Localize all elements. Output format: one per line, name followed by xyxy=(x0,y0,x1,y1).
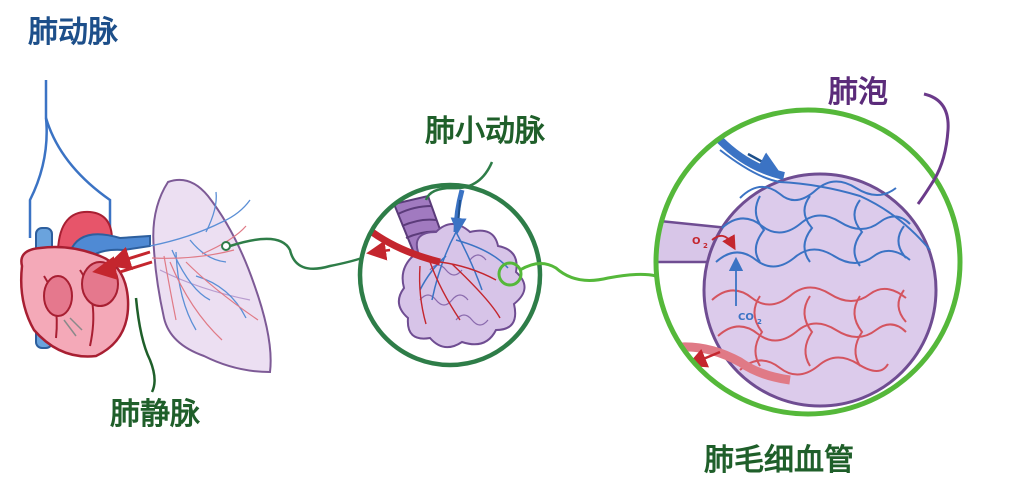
alveolus-leader xyxy=(916,92,950,205)
alveolus-icon: O 2 CO 2 xyxy=(653,107,963,417)
pulmonary-vein-label: 肺静脉 xyxy=(110,397,200,432)
zoom-connector-1 xyxy=(229,237,363,270)
heart-icon xyxy=(19,80,156,393)
alveolus-label: 肺泡 xyxy=(828,75,888,110)
zoom-connector-2 xyxy=(519,262,657,282)
svg-text:2: 2 xyxy=(757,318,762,326)
svg-text:O: O xyxy=(692,236,701,247)
pulmonary-artery-leader xyxy=(28,80,48,238)
svg-text:2: 2 xyxy=(703,242,708,250)
zoom-circle-capillary xyxy=(653,107,963,417)
zoom-circle-arteriole xyxy=(357,182,543,368)
alveoli-cluster-icon xyxy=(357,182,543,368)
svg-text:CO: CO xyxy=(738,312,754,323)
lung-icon xyxy=(149,178,272,374)
pulmonary-arteriole-leader xyxy=(424,161,494,201)
pulmonary-capillary-label: 肺毛细血管 xyxy=(704,443,854,478)
pulmonary-artery-label: 肺动脉 xyxy=(28,15,118,50)
pulmonary-arteriole-label: 肺小动脉 xyxy=(425,114,545,149)
pulmonary-vein-leader xyxy=(134,297,156,393)
